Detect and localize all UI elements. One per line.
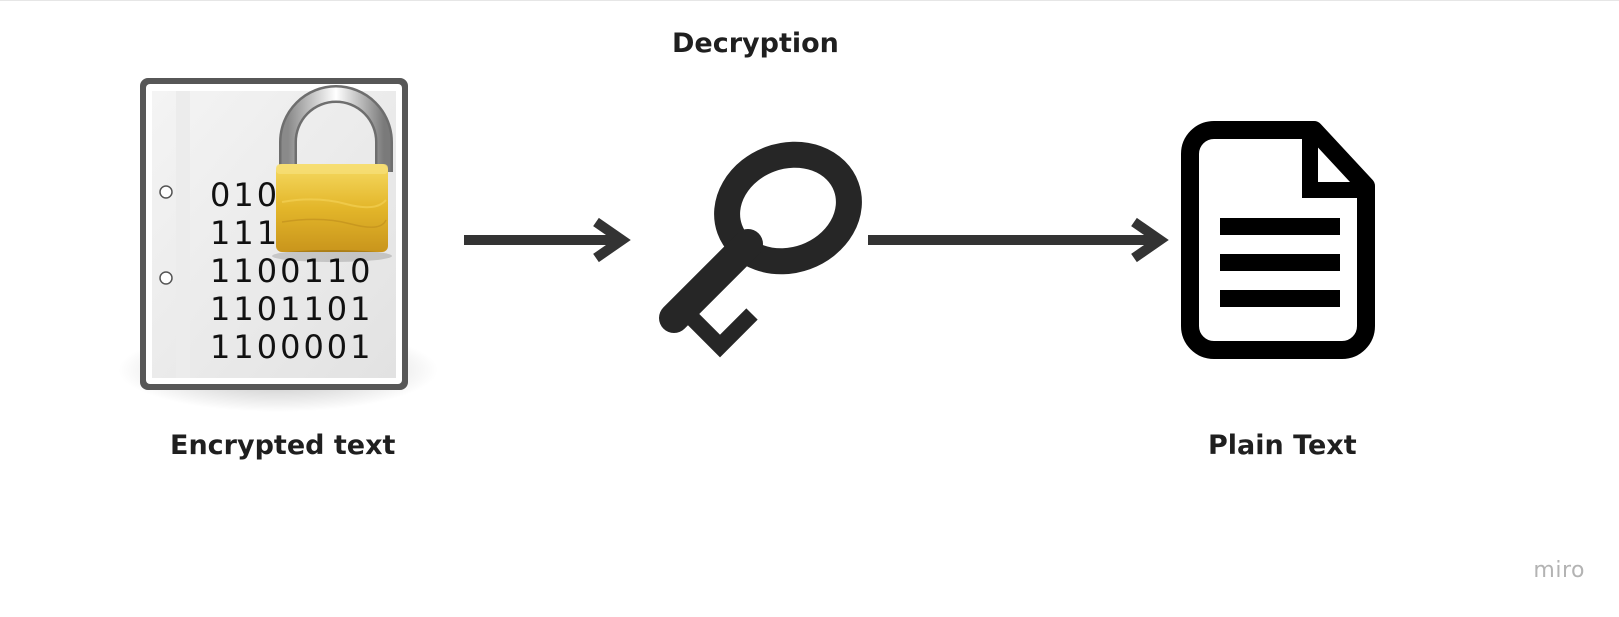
padlock-icon <box>272 85 393 262</box>
key-icon <box>659 141 862 358</box>
binary-line: 1100110 <box>210 252 374 290</box>
decryption-label: Decryption <box>672 28 839 59</box>
arrow-right-icon <box>868 217 1169 263</box>
binary-line: 010 <box>210 176 281 214</box>
binary-line: 1100001 <box>210 328 374 366</box>
binary-line: 111 <box>210 214 281 252</box>
locked-document-icon <box>118 78 438 412</box>
binary-line: 1101101 <box>210 290 374 328</box>
miro-watermark: miro <box>1533 558 1585 583</box>
encrypted-text-label: Encrypted text <box>170 430 396 461</box>
document-icon <box>1181 121 1375 359</box>
plain-text-label: Plain Text <box>1208 430 1357 461</box>
top-border <box>0 0 1619 1</box>
arrow-right-icon <box>464 217 631 263</box>
binary-text: 010 111 1100110 1101101 1100001 <box>210 176 374 366</box>
